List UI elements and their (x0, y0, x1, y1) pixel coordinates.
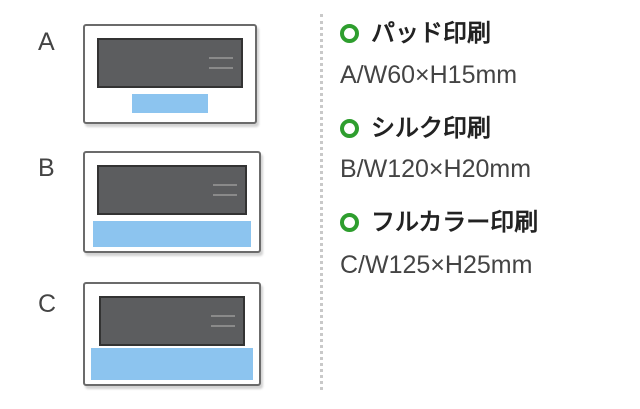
device-screen (97, 38, 243, 88)
dotted-divider (320, 14, 323, 390)
variant-label-c: C (38, 290, 57, 318)
device-slot (211, 325, 235, 327)
device-illustration-c (83, 282, 261, 386)
print-area-c (91, 348, 253, 380)
circle-bullet-icon (340, 118, 359, 138)
method-size-fullcolor: C/W125×H25mm (340, 251, 533, 279)
device-screen (99, 296, 245, 346)
method-size-pad: A/W60×H15mm (340, 61, 518, 89)
device-slot (211, 315, 235, 317)
device-slot (213, 184, 237, 186)
device-slot (213, 194, 237, 196)
method-title-silk: シルク印刷 (340, 116, 491, 140)
device-slot (209, 67, 233, 69)
device-illustration-a (83, 24, 257, 124)
device-illustration-b (83, 151, 261, 253)
print-area-a (132, 94, 208, 113)
method-name: フルカラー印刷 (371, 208, 539, 236)
variant-label-b: B (38, 154, 55, 182)
print-area-b (93, 221, 251, 247)
method-name: パッド印刷 (371, 19, 491, 47)
method-title-fullcolor: フルカラー印刷 (340, 210, 538, 234)
circle-bullet-icon (340, 212, 359, 232)
device-slot (209, 57, 233, 59)
device-screen (97, 165, 247, 215)
method-title-pad: パッド印刷 (340, 21, 491, 45)
method-name: シルク印刷 (371, 114, 491, 142)
variant-label-a: A (38, 28, 55, 56)
method-size-silk: B/W120×H20mm (340, 155, 532, 183)
circle-bullet-icon (340, 23, 359, 43)
